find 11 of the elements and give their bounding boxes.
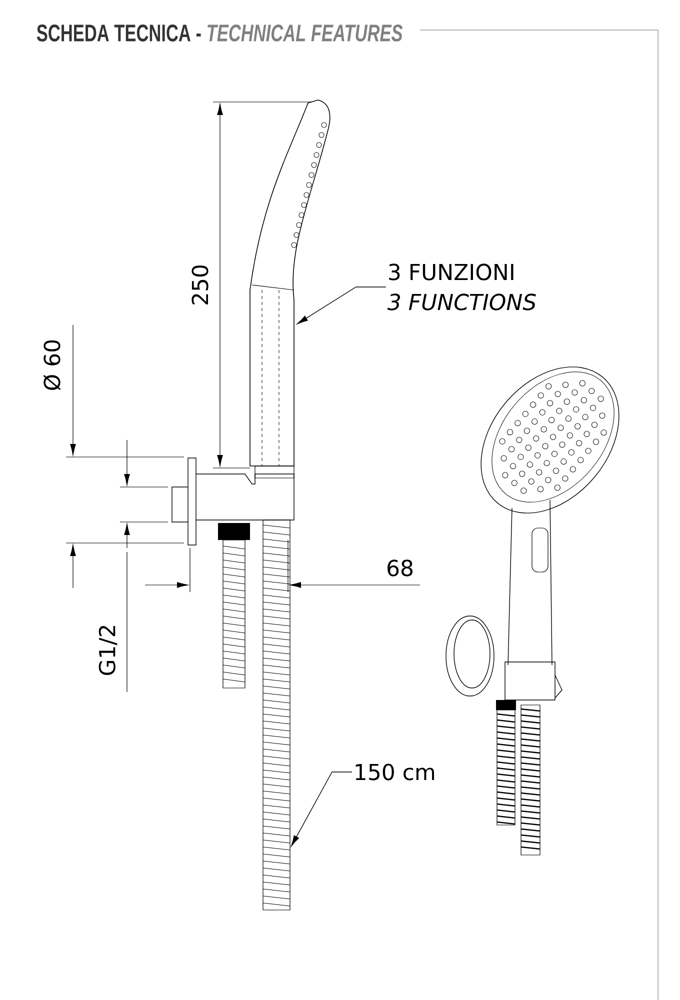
handle-drawing [250,100,330,478]
callout-text: 3 FUNZIONI 3 FUNCTIONS [387,264,536,310]
hose-drawing [262,520,290,910]
title: SCHEDA TECNICA - TECHNICAL FEATURES [36,24,403,42]
dimension-label: Ø 60 [43,340,61,390]
leader-line [297,286,386,324]
dimension-label: G1/2 [98,626,118,675]
callout-text: 150 cm [356,764,434,780]
leader-line [291,772,352,846]
dimension-label: 68 [388,560,412,576]
dimension-label: 250 [192,265,208,304]
